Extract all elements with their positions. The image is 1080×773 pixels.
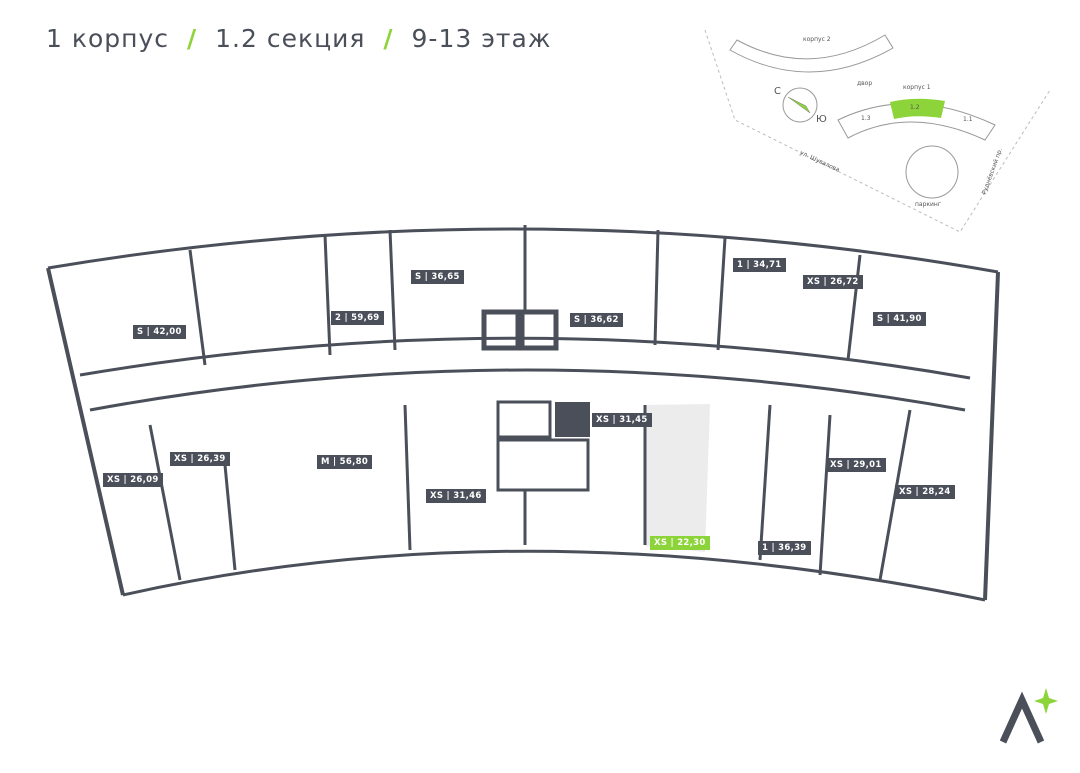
selected-apartment-area[interactable] <box>645 404 710 552</box>
separator: / <box>383 24 394 53</box>
elevator-1 <box>481 309 521 351</box>
page-title: 1 корпус / 1.2 секция / 9-13 этаж <box>46 24 551 53</box>
apartment-label[interactable]: XS | 26,72 <box>803 275 863 289</box>
compass-needle-icon <box>787 96 811 114</box>
compass-icon <box>782 87 818 123</box>
building2-outline <box>729 34 894 73</box>
apartment-label-selected[interactable]: XS | 22,30 <box>650 536 710 550</box>
apartment-label[interactable]: XS | 31,45 <box>592 413 652 427</box>
apartment-label[interactable]: M | 56,80 <box>317 455 373 469</box>
key-map-building2-label: корпус 2 <box>803 36 831 43</box>
stairwell <box>496 438 590 492</box>
compass-south: Ю <box>816 114 827 125</box>
partition-walls <box>148 225 912 581</box>
floor-plan <box>46 225 1000 602</box>
apartment-label[interactable]: XS | 26,39 <box>170 452 230 466</box>
elevator-3 <box>496 400 552 439</box>
compass-north: С <box>774 86 781 97</box>
key-map-section-1-1[interactable]: 1.1 <box>963 116 973 123</box>
apartment-label[interactable]: 1 | 34,71 <box>733 258 786 272</box>
section-1-2-selected[interactable] <box>890 98 945 119</box>
corridor-wall-top <box>79 336 971 380</box>
apartment-label[interactable]: S | 36,62 <box>570 313 623 327</box>
floor-label: 9-13 этаж <box>411 24 552 53</box>
apartment-label[interactable]: XS | 26,09 <box>103 473 163 487</box>
building-label: 1 корпус <box>46 24 170 53</box>
separator: / <box>187 24 198 53</box>
apartment-label[interactable]: S | 42,00 <box>133 325 186 339</box>
section-label: 1.2 секция <box>215 24 366 53</box>
apartment-label[interactable]: S | 36,65 <box>411 270 464 284</box>
elevator-2 <box>519 309 559 351</box>
apartment-label[interactable]: XS | 28,24 <box>895 485 955 499</box>
key-map-yard-label: двор <box>857 80 873 87</box>
outer-wall-left <box>46 267 125 596</box>
apartment-label[interactable]: S | 41,90 <box>873 312 926 326</box>
building1-outline <box>837 103 996 141</box>
key-map-section-1-2[interactable]: 1.2 <box>910 104 920 111</box>
key-map-section-1-3[interactable]: 1.3 <box>861 115 871 122</box>
apartment-label[interactable]: XS | 31,46 <box>426 489 486 503</box>
corridor-wall-bottom <box>89 368 966 412</box>
outer-wall-right <box>983 271 1000 601</box>
site-boundary <box>704 29 1051 233</box>
parking-outline <box>905 145 959 199</box>
apartment-label[interactable]: 2 | 59,69 <box>331 311 384 325</box>
apartment-label[interactable]: 1 | 36,39 <box>758 541 811 555</box>
apartment-label[interactable]: XS | 29,01 <box>826 458 886 472</box>
key-map-building1-label: корпус 1 <box>903 84 931 91</box>
outer-wall-bottom <box>122 549 986 602</box>
key-map-parking-label: паркинг <box>915 201 942 208</box>
